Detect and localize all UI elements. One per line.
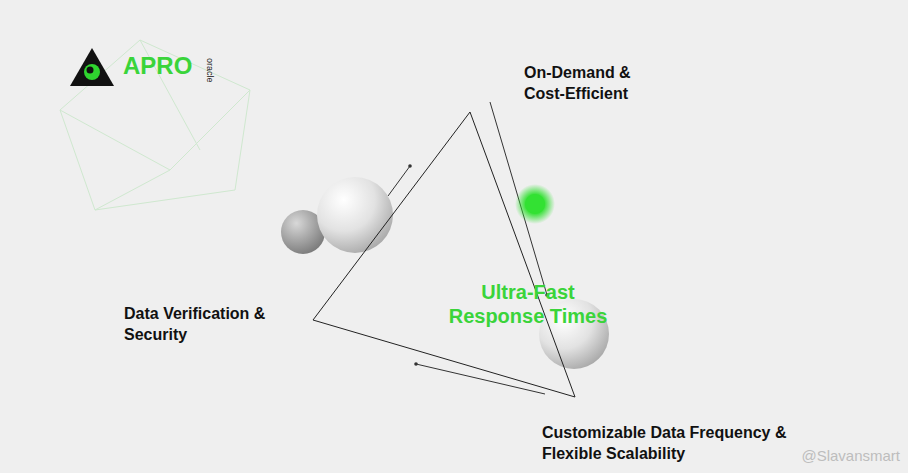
center-title: Ultra-Fast Response Times [443, 280, 613, 328]
triangle-outline [313, 112, 575, 397]
wireframe [60, 40, 250, 210]
accent-lines [388, 102, 547, 394]
watermark: @Slavansmart [801, 446, 900, 466]
triangle-line [313, 112, 575, 397]
logo-mark [70, 48, 114, 86]
triangle-node: Ultra-Fast Response Times [313, 112, 575, 397]
logo-text: APRO [123, 50, 192, 81]
glow-dot-core [525, 194, 545, 214]
feature-label: Customizable Data Frequency & Flexible S… [542, 422, 822, 464]
sphere [317, 177, 393, 253]
feature-label: On-Demand & Cost-Efficient [524, 62, 674, 104]
feature-label: Data Verification & Security [124, 303, 294, 345]
accent-dot [408, 164, 412, 168]
accent-dot [414, 362, 418, 366]
logo-subtext: oracle [204, 58, 216, 83]
glow-dot [515, 184, 555, 224]
